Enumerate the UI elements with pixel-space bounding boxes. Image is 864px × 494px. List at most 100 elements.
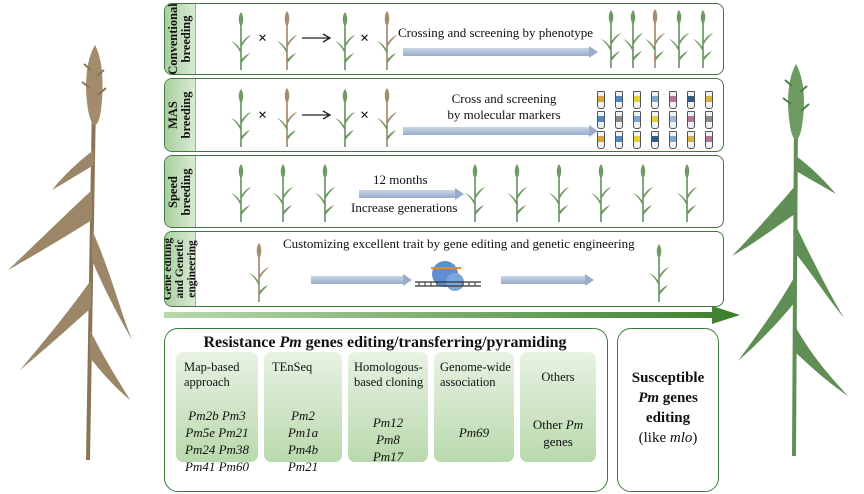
marker-tube: [615, 131, 623, 149]
backcross-plant-icon: [377, 87, 397, 147]
row-label-box: Speed breeding: [165, 156, 196, 227]
column-header: Homologous- based cloning: [354, 360, 424, 389]
susceptible-line2-post: genes: [659, 390, 698, 406]
speed-breeding-label: Speed breeding: [166, 168, 193, 215]
progress-arrow: [359, 190, 455, 198]
column-header: Genome-wide association: [440, 360, 511, 389]
row-label-box: MAS breeding: [165, 79, 196, 151]
conventional-breeding-panel: Conventional breeding × × Crossing and s…: [164, 3, 724, 75]
susceptible-line2: Pm genes: [617, 388, 719, 408]
resistance-title-post: genes editing/transferring/pyramiding: [301, 334, 567, 351]
resistance-title-em: Pm: [279, 334, 302, 351]
cross-symbol: ×: [360, 107, 370, 124]
parent-plant-green-icon: [231, 10, 251, 70]
f1-plant-icon: [335, 87, 355, 147]
offspring-plants-icon: [601, 8, 713, 68]
generation-plants-icon: [231, 163, 335, 222]
cross-symbol: ×: [258, 107, 268, 124]
progress-arrow-head: [589, 125, 598, 137]
row-label-box: Conventional breeding: [165, 4, 196, 74]
susceptible-line4-pre: (like: [638, 430, 670, 446]
progress-arrow-head: [403, 274, 412, 286]
marker-tube: [633, 131, 641, 149]
crispr-complex-icon: [415, 261, 481, 291]
marker-tube: [615, 91, 623, 109]
gene-list: Pm69: [458, 425, 490, 440]
mas-description: Cross and screening by molecular markers: [447, 91, 561, 122]
cross-symbol: ×: [258, 30, 268, 47]
marker-tubes-grid: [595, 89, 715, 149]
marker-tube: [705, 111, 713, 129]
progress-arrow-head: [455, 188, 464, 200]
edited-plant-icon: [649, 242, 669, 302]
marker-tube: [633, 111, 641, 129]
gene-editing-panel: Gene editing and Genetic engineering Cus…: [164, 231, 724, 307]
mas-breeding-label: MAS breeding: [166, 91, 193, 139]
marker-tube: [669, 91, 677, 109]
backcross-plant-icon: [377, 10, 397, 70]
susceptible-line2-em: Pm: [638, 390, 660, 406]
brown-wheat-plant-illustration: [8, 45, 132, 460]
gene-list: Pm2b Pm3 Pm5e Pm21 Pm24 Pm38 Pm41 Pm60: [185, 408, 249, 474]
parent-plant-brown-icon: [277, 87, 297, 147]
others-genes-em: Pm: [565, 417, 584, 432]
susceptible-line4-post: ): [692, 430, 698, 446]
progress-arrow-head: [585, 274, 594, 286]
conventional-description: Crossing and screening by phenotype: [398, 25, 593, 40]
speed-breeding-panel: Speed breeding 12 months Increase genera…: [164, 155, 724, 228]
gene-list: Pm2 Pm1a Pm4b Pm21: [287, 408, 319, 474]
marker-tube: [633, 91, 641, 109]
marker-tube: [687, 111, 695, 129]
cross-symbol: ×: [360, 30, 370, 47]
susceptible-line4-em: mlo: [669, 430, 693, 446]
accelerated-generation-plants-icon: [465, 163, 697, 222]
marker-tube: [669, 131, 677, 149]
parent-plant-brown-icon: [277, 10, 297, 70]
marker-tube: [705, 91, 713, 109]
gene-list: Other Pm genes: [520, 416, 596, 450]
column-header: TEnSeq: [272, 360, 313, 374]
source-plant-icon: [249, 242, 269, 302]
susceptible-line1: Susceptible: [631, 370, 705, 386]
resistance-title: Resistance Pm genes editing/transferring…: [164, 334, 606, 352]
green-wheat-plant-illustration: [732, 64, 848, 456]
progress-arrow-head: [589, 46, 598, 58]
homologous-cloning-column: Homologous- based cloning Pm12 Pm8 Pm17: [348, 352, 428, 464]
marker-tube: [687, 131, 695, 149]
others-genes-post: genes: [543, 434, 573, 449]
row-label-box: Gene editing and Genetic engineering: [164, 232, 198, 306]
others-column: Others Other Pm genes: [520, 352, 596, 462]
susceptible-text: Susceptible Pm genes editing (like mlo): [617, 368, 719, 448]
gwas-column: Genome-wide association Pm69: [434, 352, 514, 462]
column-header: Map-based approach: [184, 360, 240, 389]
susceptible-genes-panel: [617, 328, 719, 492]
progress-arrow: [403, 48, 589, 56]
marker-tube: [651, 131, 659, 149]
marker-tube: [669, 111, 677, 129]
gene-editing-label: Gene editing and Genetic engineering: [164, 237, 198, 301]
progress-arrow: [501, 276, 585, 284]
gene-editing-description: Customizing excellent trait by gene edit…: [283, 236, 635, 251]
marker-tube: [687, 91, 695, 109]
parent-plant-green-icon: [231, 87, 251, 147]
timeline-arrow: [164, 306, 740, 324]
marker-tube: [597, 91, 605, 109]
speed-generations-label: Increase generations: [351, 200, 458, 215]
map-based-column: Map-based approach Pm2b Pm3 Pm5e Pm21 Pm…: [176, 352, 258, 474]
marker-tube: [705, 131, 713, 149]
progress-arrow: [403, 127, 589, 135]
marker-tube: [597, 111, 605, 129]
marker-tube: [651, 91, 659, 109]
conventional-breeding-label: Conventional breeding: [166, 3, 193, 75]
others-genes-pre: Other: [532, 417, 566, 432]
susceptible-line3: editing: [645, 410, 691, 426]
column-header: Others: [541, 370, 575, 384]
marker-tube: [597, 131, 605, 149]
mas-breeding-panel: MAS breeding × × Cross and screening by …: [164, 78, 724, 152]
speed-duration-label: 12 months: [373, 172, 428, 187]
resistance-title-pre: Resistance: [203, 334, 280, 351]
tenseq-column: TEnSeq Pm2 Pm1a Pm4b Pm21: [264, 352, 342, 474]
susceptible-line4: (like mlo): [617, 428, 719, 448]
cross-arrow-icon: [302, 110, 332, 120]
marker-tube: [651, 111, 659, 129]
